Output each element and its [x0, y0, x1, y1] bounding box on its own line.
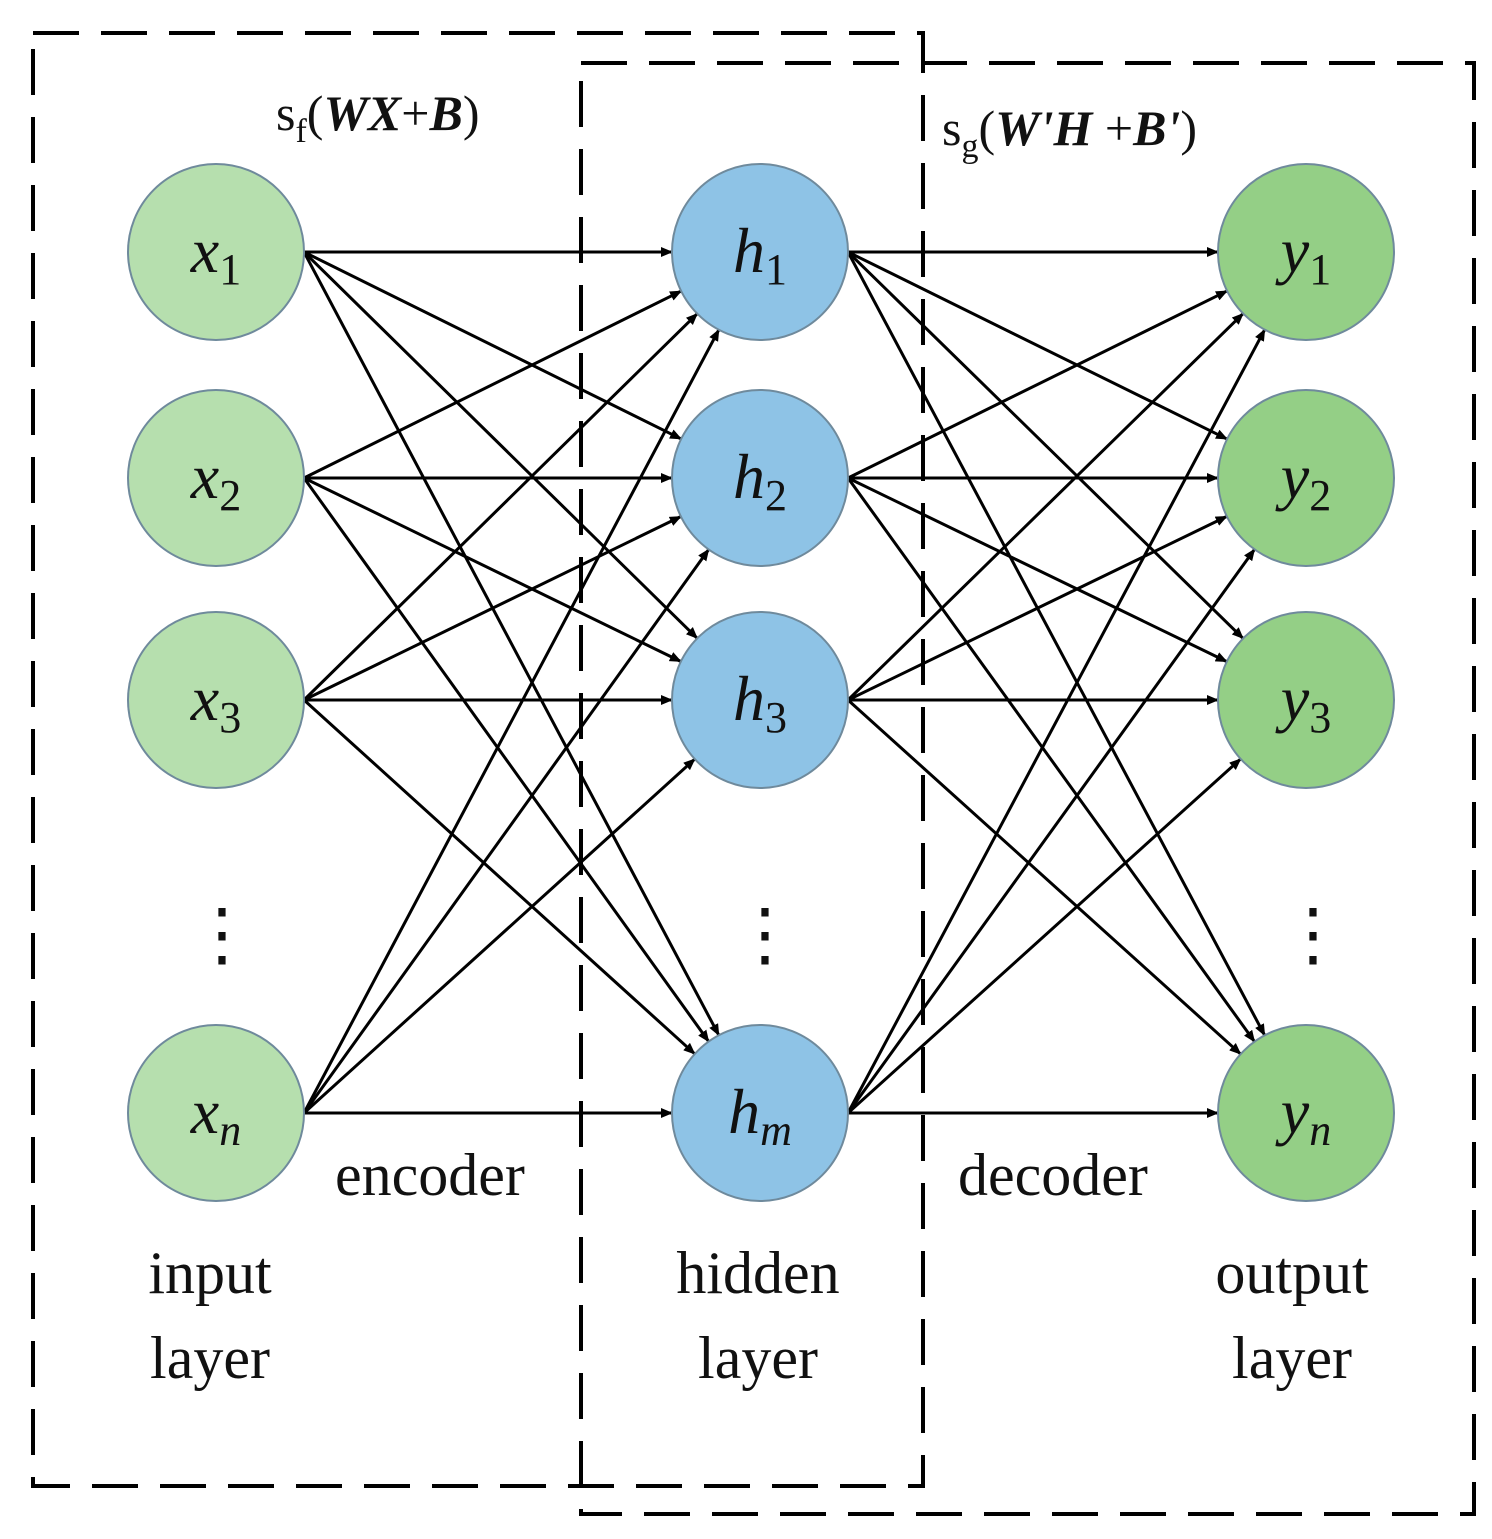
encoder-formula: sf(WX+B)	[276, 85, 479, 150]
hidden-ellipsis: ⋮	[730, 897, 800, 974]
input-ellipsis: ⋮	[187, 897, 257, 974]
encoder-edge-4-2	[302, 548, 710, 1114]
output-node-1: y1	[1217, 163, 1395, 341]
decoder-formula: sg(W'H +B')	[942, 100, 1197, 165]
decoder-edge-4-1	[846, 328, 1266, 1114]
hidden-node-label: h2	[733, 441, 787, 520]
encoder-edge-2-3	[303, 476, 682, 663]
hidden-node-label: h3	[733, 663, 787, 742]
output-node-circle	[1217, 389, 1395, 567]
input-node-label: x2	[190, 441, 241, 520]
encoder-edge-3-4	[302, 698, 696, 1056]
encoder-edge-3-2	[303, 515, 682, 702]
output-node-3: y3	[1217, 611, 1395, 789]
output-node-circle	[1217, 1024, 1395, 1202]
output-node-circle	[1217, 611, 1395, 789]
hidden-node-circle	[671, 1024, 849, 1202]
input-node-circle	[127, 1024, 305, 1202]
encoder-edge-4-3	[302, 757, 696, 1115]
encoder-edge-3-1	[302, 312, 699, 702]
encoder-label: encoder	[335, 1142, 525, 1208]
encoder-dashed-box	[31, 31, 925, 1488]
hidden-layer-caption-2: layer	[698, 1325, 818, 1391]
input-node-3: x3	[127, 611, 305, 789]
decoder-label: decoder	[958, 1142, 1148, 1208]
hidden-node-3: h3	[671, 611, 849, 789]
input-node-circle	[127, 163, 305, 341]
encoder-edge-1-4	[302, 251, 721, 1037]
encoder-edge-4-1	[302, 328, 721, 1114]
output-node-4: yn	[1217, 1024, 1395, 1202]
hidden-node-circle	[671, 389, 849, 567]
encoder-edge-1-3	[302, 250, 699, 640]
decoder-edge-1-2	[847, 250, 1228, 441]
input-layer-caption-2: layer	[150, 1325, 270, 1391]
output-node-circle	[1217, 163, 1395, 341]
encoder-edge-1-2	[303, 250, 683, 441]
decoder-edge-2-3	[847, 476, 1228, 663]
hidden-node-1: h1	[671, 163, 849, 341]
input-node-label: xn	[190, 1076, 241, 1155]
input-node-label: x1	[190, 215, 241, 294]
output-node-label: y1	[1275, 215, 1331, 294]
hidden-node-label: hm	[728, 1076, 792, 1155]
decoder-edge-2-1	[847, 289, 1228, 480]
decoder-edge-3-2	[847, 515, 1228, 702]
output-layer-caption-2: layer	[1232, 1325, 1352, 1391]
hidden-node-circle	[671, 611, 849, 789]
connection-lines	[302, 247, 1266, 1118]
input-node-circle	[127, 389, 305, 567]
output-layer-caption: output	[1215, 1240, 1369, 1306]
decoder-edge-2-4	[846, 477, 1256, 1043]
input-node-1: x1	[127, 163, 305, 341]
output-node-label: yn	[1275, 1076, 1331, 1155]
input-layer-caption: input	[148, 1240, 272, 1306]
decoder-edge-4-2	[846, 548, 1256, 1114]
decoder-edge-1-4	[846, 251, 1266, 1037]
hidden-node-circle	[671, 163, 849, 341]
hidden-node-label: h1	[733, 215, 787, 294]
encoder-edge-2-4	[302, 477, 710, 1043]
input-node-2: x2	[127, 389, 305, 567]
encoder-edge-2-1	[303, 289, 683, 480]
output-node-label: y2	[1275, 441, 1331, 520]
output-ellipsis: ⋮	[1278, 897, 1348, 974]
input-node-4: xn	[127, 1024, 305, 1202]
decoder-edge-3-1	[846, 312, 1245, 702]
output-node-label: y3	[1275, 663, 1331, 742]
decoder-edge-4-3	[846, 757, 1242, 1115]
decoder-edge-3-4	[846, 698, 1242, 1056]
nodes: x1 x2 x3 xn h1 h2 h3 hm y1 y2 y3 yn	[127, 163, 1395, 1202]
input-node-label: x3	[190, 663, 241, 742]
input-node-circle	[127, 611, 305, 789]
hidden-node-2: h2	[671, 389, 849, 567]
hidden-node-4: hm	[671, 1024, 849, 1202]
decoder-dashed-box	[579, 61, 1476, 1516]
output-node-2: y2	[1217, 389, 1395, 567]
decoder-edge-1-3	[846, 250, 1245, 640]
hidden-layer-caption: hidden	[676, 1240, 839, 1306]
